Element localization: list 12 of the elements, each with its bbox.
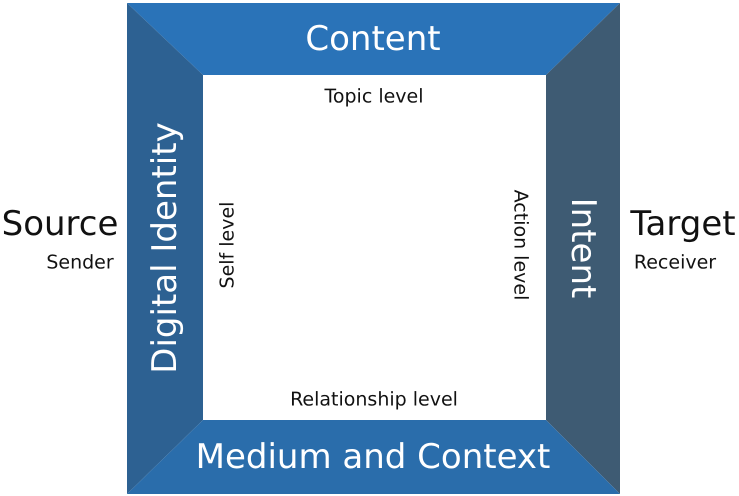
panel-title: Content [305, 22, 441, 56]
endpoint-label: Source [2, 207, 118, 241]
level-label: Relationship level [290, 390, 458, 410]
level-label: Action level [510, 190, 530, 300]
endpoint-label: Target [630, 207, 736, 241]
endpoint-sublabel: Sender [46, 254, 114, 272]
endpoint-sublabel: Receiver [634, 254, 716, 272]
panel-title: Digital Identity [148, 122, 182, 374]
panel-title: Intent [566, 198, 600, 298]
level-label: Self level [218, 202, 238, 288]
panel-title: Medium and Context [196, 440, 550, 474]
level-label: Topic level [324, 88, 424, 106]
